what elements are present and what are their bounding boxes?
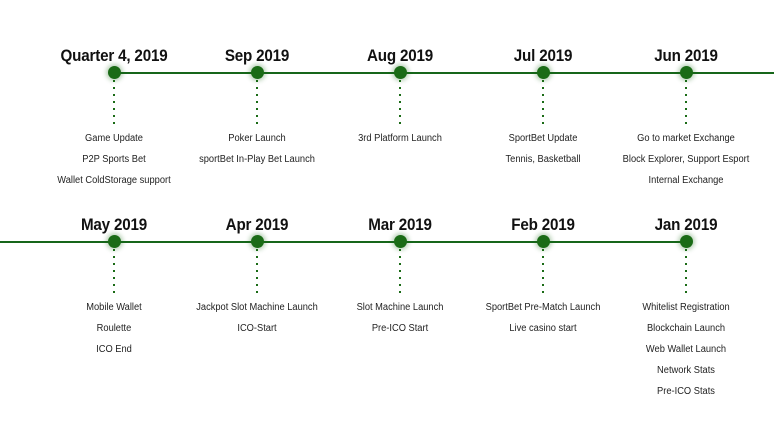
milestone-item: ICO-Start [237, 323, 277, 334]
milestone-item: Block Explorer, Support Esport [622, 154, 750, 165]
milestone-item: Whitelist Registration [642, 302, 730, 313]
milestone-node-dot-icon[interactable] [393, 66, 407, 79]
milestone-item: P2P Sports Bet [82, 154, 146, 165]
milestone-item: SportBet Pre-Match Launch [485, 302, 601, 313]
milestone-item: Pre-ICO Stats [657, 386, 715, 397]
milestone-item: Blockchain Launch [646, 323, 726, 334]
milestone-period-label: Quarter 4, 2019 [60, 47, 168, 65]
milestone-node-dot-icon[interactable] [536, 235, 550, 248]
milestone-item: Pre-ICO Start [371, 323, 429, 334]
milestone-item: Poker Launch [228, 133, 286, 144]
milestone-period-label: Jan 2019 [654, 216, 718, 234]
milestone-node-dot-icon[interactable] [107, 235, 121, 248]
dotted-connector-line [256, 249, 258, 293]
milestone-item: SportBet Update [508, 133, 578, 144]
dotted-connector-line [685, 249, 687, 293]
milestone-node-dot-icon[interactable] [536, 66, 550, 79]
milestone-period-label: Sep 2019 [224, 47, 290, 65]
milestone-node-dot-icon[interactable] [250, 235, 264, 248]
milestone-node-row [586, 235, 774, 249]
milestone-node-dot-icon[interactable] [679, 66, 693, 79]
milestone-period-label: May 2019 [80, 216, 148, 234]
milestone-node-row [443, 235, 643, 249]
milestone-item: Slot Machine Launch [356, 302, 444, 313]
milestone-period-label: Apr 2019 [225, 216, 289, 234]
timeline-axis-top [114, 72, 774, 74]
milestone-item-list: Poker Launch sportBet In-Play Bet Launch [157, 128, 357, 170]
milestone-node-row [443, 66, 643, 80]
dotted-connector-line [399, 80, 401, 124]
milestone-item: Mobile Wallet [86, 302, 142, 313]
dotted-connector-line [542, 80, 544, 124]
milestone-node-dot-icon[interactable] [107, 66, 121, 79]
milestone-item: Internal Exchange [648, 175, 724, 186]
dotted-connector-line [399, 249, 401, 293]
dotted-connector-line [256, 80, 258, 124]
milestone-node-dot-icon[interactable] [679, 235, 693, 248]
milestone-item: Jackpot Slot Machine Launch [196, 302, 318, 313]
dotted-connector-line [113, 80, 115, 124]
milestone-node-row [14, 66, 214, 80]
dotted-connector-line [542, 249, 544, 293]
milestone-period-label: Feb 2019 [511, 216, 575, 234]
dotted-connector-line [685, 80, 687, 124]
dotted-connector-line [113, 249, 115, 293]
milestone-node-row [14, 235, 214, 249]
milestone-node-row [586, 66, 774, 80]
milestone-period-label: Mar 2019 [368, 216, 432, 234]
milestone-node-row [157, 235, 357, 249]
milestone-node-dot-icon[interactable] [393, 235, 407, 248]
milestone-node-dot-icon[interactable] [250, 66, 264, 79]
timeline-axis-bottom [0, 241, 687, 243]
milestone-item: Live casino start [509, 323, 577, 334]
milestone-item: ICO End [96, 344, 132, 355]
milestone-node-row [300, 66, 500, 80]
milestone-item: 3rd Platform Launch [358, 133, 442, 144]
milestone-item: sportBet In-Play Bet Launch [199, 154, 315, 165]
milestone-aug-2019[interactable]: Aug 2019 3rd Platform Launch [300, 46, 500, 149]
milestone-node-row [300, 235, 500, 249]
milestone-item: Wallet ColdStorage support [57, 175, 171, 186]
milestone-item: Roulette [96, 323, 132, 334]
milestone-period-label: Jun 2019 [654, 47, 718, 65]
milestone-item: Tennis, Basketball [505, 154, 581, 165]
milestone-period-label: Jul 2019 [513, 47, 573, 65]
milestone-item: Network Stats [657, 365, 715, 376]
milestone-item: Web Wallet Launch [645, 344, 727, 355]
milestone-node-row [157, 66, 357, 80]
milestone-period-label: Aug 2019 [366, 47, 434, 65]
milestone-item: Game Update [85, 133, 143, 144]
milestone-item-list: 3rd Platform Launch [300, 128, 500, 149]
milestone-item: Go to market Exchange [637, 133, 735, 144]
